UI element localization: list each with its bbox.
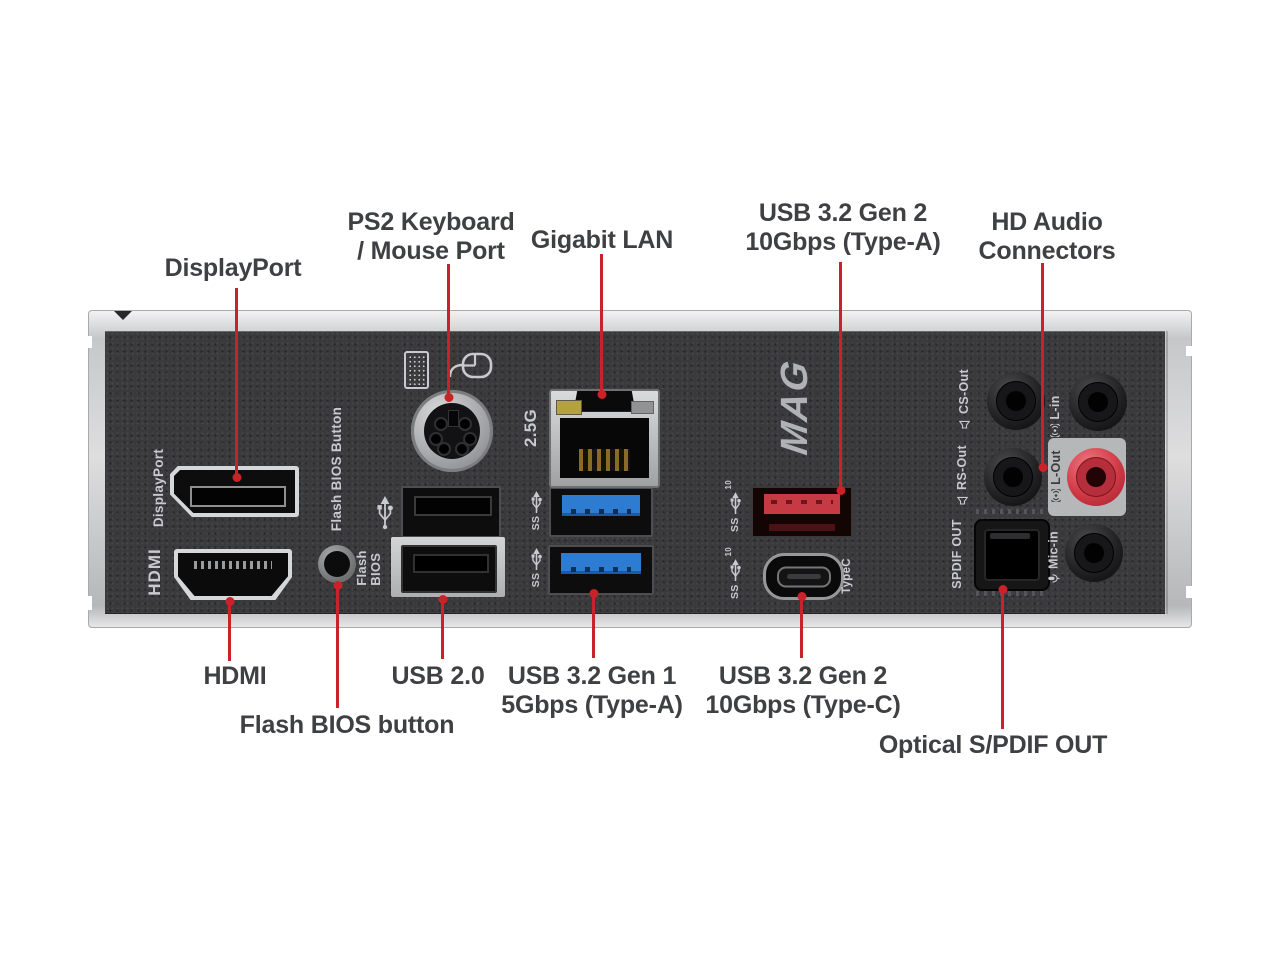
frame-notch-left-1	[84, 336, 92, 348]
spdif-dotted-strip-bottom	[976, 591, 1044, 596]
speaker-icon	[956, 496, 968, 505]
leader-hd-audio	[1041, 263, 1044, 468]
spdif-optical-port	[974, 519, 1050, 591]
cs-out-label: CS-Out	[954, 364, 974, 434]
usb-red-tongue	[763, 494, 841, 515]
frame-notch-left-2	[84, 596, 92, 610]
leader-lan	[600, 254, 603, 395]
callout-usb32-gen2-typea: USB 3.2 Gen 2 10Gbps (Type-A)	[745, 199, 941, 256]
lan-clip-notch	[573, 391, 636, 412]
displayport-port-label: DisplayPort	[150, 448, 166, 528]
callout-displayport: DisplayPort	[164, 254, 302, 282]
mag-logo: MAG	[773, 356, 816, 458]
frame-notch-top-left	[114, 311, 132, 320]
lan-led-right	[631, 400, 654, 414]
frame-notch-right-1	[1186, 346, 1196, 356]
callout-flash-bios-button: Flash BIOS button	[239, 711, 455, 739]
leader-hdmi	[228, 601, 231, 661]
flash-bios-button	[318, 545, 356, 583]
leader-usb32-gen2-typec	[800, 596, 803, 658]
usb2-slot	[413, 554, 489, 573]
usb3-tongue	[561, 552, 641, 575]
ps2-pin	[463, 432, 477, 446]
usb2-port-bottom	[401, 545, 497, 593]
lan-led-left	[556, 399, 582, 415]
ss10-usb-icon: SS 10	[724, 480, 741, 532]
keyboard-icon	[404, 351, 429, 389]
flash-bios-button-cap	[324, 551, 350, 577]
rs-out-label: RS-Out	[952, 442, 972, 508]
ps2-port	[411, 390, 493, 472]
hdmi-port-label: HDMI	[145, 548, 164, 596]
typec-port-label: TypeC	[841, 558, 853, 594]
leader-flash-bios	[336, 585, 339, 708]
mouse-icon	[448, 352, 493, 379]
callout-ps2: PS2 Keyboard / Mouse Port	[347, 208, 515, 265]
l-out-label: L-Out	[1046, 445, 1066, 507]
lan-pins	[579, 449, 630, 472]
spdif-out-label: SPDIF OUT	[950, 519, 964, 589]
spdif-dotted-strip-top	[976, 509, 1044, 514]
flash-bios-label: Flash BIOS	[354, 550, 383, 586]
audio-jack-l-in	[1069, 373, 1127, 431]
usb3-gen1-port-top	[549, 487, 653, 537]
callout-hd-audio: HD Audio Connectors	[978, 208, 1116, 265]
callout-hdmi: HDMI	[203, 662, 267, 690]
flash-bios-button-label: Flash BIOS Button	[328, 406, 344, 532]
callout-gigabit-lan: Gigabit LAN	[530, 226, 674, 254]
displayport-slot	[190, 486, 286, 507]
ss10-usb-icon: SS 10	[724, 547, 741, 599]
usb32-gen2-typea-port	[751, 486, 853, 538]
frame-notch-right-2	[1186, 586, 1196, 598]
lan-port	[549, 389, 660, 488]
audio-jack-mic-in	[1065, 524, 1123, 582]
callout-usb32-gen2-typec: USB 3.2 Gen 2 10Gbps (Type-C)	[705, 662, 901, 719]
leader-displayport	[235, 288, 238, 478]
callout-optical-spdif: Optical S/PDIF OUT	[878, 731, 1108, 759]
line-out-waves-icon	[1050, 488, 1062, 502]
usb-red-glow	[768, 523, 836, 532]
usb2-slot	[413, 495, 493, 516]
usb3-tongue	[562, 494, 640, 517]
leader-ps2	[447, 264, 450, 398]
audio-jack-cs-out	[987, 372, 1045, 430]
mic-in-label: Mic-in	[1044, 527, 1064, 590]
callout-usb32-gen1-typea: USB 3.2 Gen 1 5Gbps (Type-A)	[501, 662, 683, 719]
usb2-port-bottom-bezel	[391, 537, 505, 597]
hdmi-port	[174, 549, 292, 600]
frame-seam-right	[1166, 331, 1168, 614]
leader-optical-spdif	[1001, 589, 1004, 729]
ps2-pin	[458, 417, 472, 431]
callout-usb20: USB 2.0	[391, 662, 485, 690]
leader-usb32-gen2-typea	[839, 262, 842, 491]
line-in-waves-icon	[1049, 423, 1061, 437]
ps2-pin	[437, 442, 451, 456]
hdmi-cavity	[178, 553, 288, 596]
lan-cavity	[559, 417, 650, 479]
usb2-port-top	[401, 486, 501, 538]
audio-jack-rs-out	[984, 448, 1042, 506]
ps2-pin	[434, 417, 448, 431]
ss-usb-icon: SS	[528, 489, 544, 531]
lan-speed-label: 2.5G	[521, 408, 540, 448]
typec-inner	[776, 566, 831, 587]
hdmi-pins	[194, 561, 272, 569]
l-in-label: L-in	[1045, 382, 1065, 450]
usb3-gen1-port-bottom	[548, 545, 654, 595]
ps2-key-slot	[448, 410, 459, 427]
leader-usb32-gen1-typea	[592, 593, 595, 658]
audio-jack-l-out	[1067, 448, 1125, 506]
leader-usb20	[441, 599, 444, 659]
speaker-icon	[958, 420, 970, 429]
usb-trident-icon	[375, 492, 395, 532]
spdif-flap	[984, 529, 1040, 581]
ps2-inner	[424, 403, 480, 459]
microphone-icon	[1047, 574, 1059, 583]
ss-usb-icon: SS	[528, 546, 544, 588]
ps2-pin	[455, 442, 469, 456]
